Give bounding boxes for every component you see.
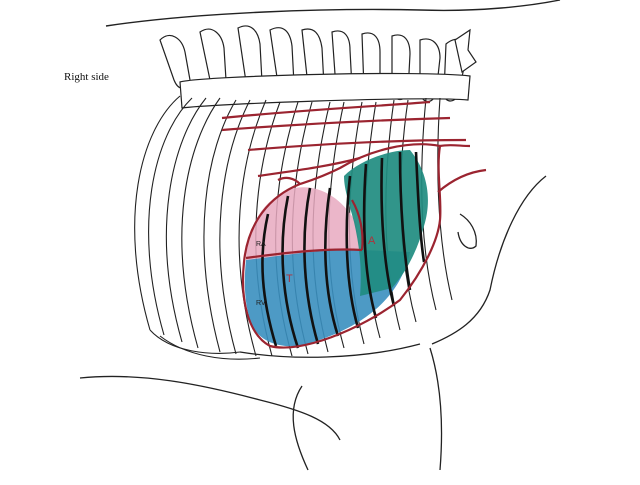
heart-outline bbox=[241, 143, 442, 349]
forelimb-outline bbox=[79, 175, 547, 471]
spine bbox=[159, 25, 477, 109]
label-a: A bbox=[368, 235, 376, 247]
label-ra: RA bbox=[256, 241, 266, 248]
label-rv: RV bbox=[256, 300, 266, 307]
red-landmarks bbox=[221, 100, 487, 349]
region-right-atrium bbox=[246, 187, 360, 260]
label-t: T bbox=[286, 273, 293, 285]
back-outline bbox=[105, 0, 561, 27]
side-label: Right side bbox=[64, 71, 109, 83]
rib-overlay bbox=[261, 151, 426, 349]
